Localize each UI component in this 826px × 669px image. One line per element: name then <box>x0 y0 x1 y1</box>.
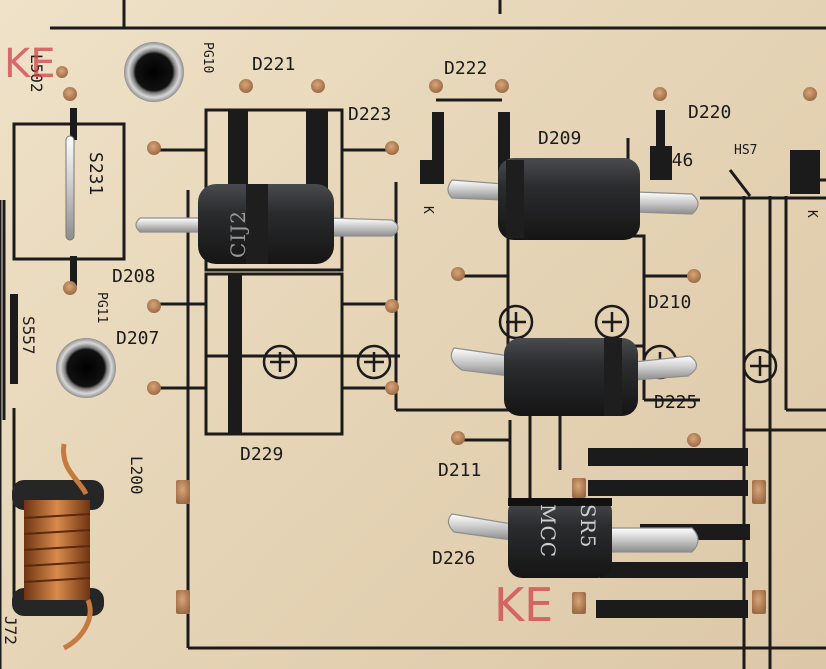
diode-marking-mcc: MCC <box>536 504 560 559</box>
label-c546: C546 <box>650 150 694 171</box>
label-d226: D226 <box>432 548 476 569</box>
diode-marking-upper: CIJ2 <box>226 210 250 258</box>
diode-leads <box>135 179 699 553</box>
ink-stamp-top: KE <box>4 41 56 87</box>
label-s557: S557 <box>19 316 38 355</box>
ink-stamp-bottom: KE <box>494 578 554 632</box>
label-d207: D207 <box>116 328 160 349</box>
diode-marking-sr5: SR5 <box>576 504 600 549</box>
solder-pads <box>56 66 817 614</box>
label-s231: S231 <box>85 152 106 196</box>
label-pg10: PG10 <box>200 42 215 74</box>
label-d221: D221 <box>252 54 296 75</box>
polarity-marks <box>262 304 778 384</box>
diode-bodies <box>198 158 640 578</box>
label-hs7: HS7 <box>734 143 758 158</box>
l200-inductor <box>12 443 104 651</box>
label-k-right: K <box>804 210 819 218</box>
label-d220: D220 <box>688 102 732 123</box>
label-l200: L200 <box>127 456 146 495</box>
label-d229: D229 <box>240 444 284 465</box>
s231-jumper <box>65 135 75 241</box>
label-d209: D209 <box>538 128 582 149</box>
label-d223: D223 <box>348 104 392 125</box>
label-d222: D222 <box>444 58 488 79</box>
label-k-left: K <box>420 206 435 214</box>
label-d211: D211 <box>438 460 482 481</box>
label-d210: D210 <box>648 292 692 313</box>
label-d208: D208 <box>112 266 156 287</box>
mounting-holes <box>56 42 184 398</box>
label-j72: J72 <box>1 616 20 645</box>
label-d225: D225 <box>654 392 698 413</box>
label-pg11: PG11 <box>94 292 109 324</box>
